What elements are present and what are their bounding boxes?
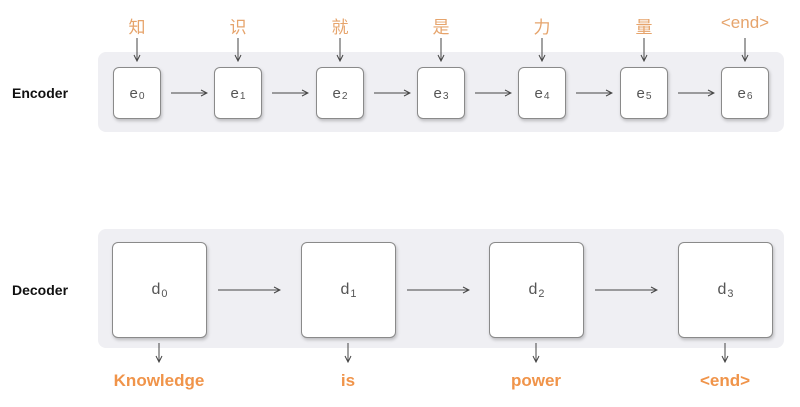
- input-token: 识: [229, 18, 247, 37]
- input-token: 力: [533, 18, 551, 37]
- input-token: 量: [635, 18, 653, 37]
- encoder-label: Encoder: [12, 85, 69, 101]
- output-token: <end>: [699, 371, 751, 390]
- input-token: 知: [128, 18, 146, 37]
- input-token: <end>: [720, 13, 770, 32]
- output-token: power: [510, 371, 562, 390]
- output-token: Knowledge: [113, 371, 205, 390]
- input-token: 就: [331, 18, 349, 37]
- decoder-panel: [98, 229, 784, 348]
- output-token: is: [340, 371, 356, 390]
- input-token: 是: [432, 18, 450, 37]
- decoder-label: Decoder: [12, 282, 69, 298]
